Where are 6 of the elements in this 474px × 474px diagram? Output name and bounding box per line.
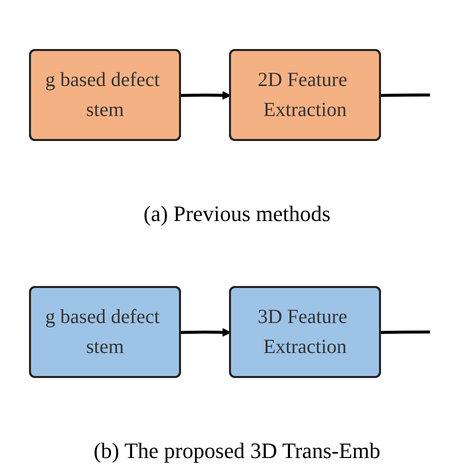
connector	[380, 330, 430, 334]
figure-caption: (b) The proposed 3D Trans-Emb	[94, 438, 380, 464]
arrow	[180, 91, 230, 100]
arrow	[180, 328, 230, 337]
connector	[380, 94, 430, 98]
figure-caption: (a) Previous methods	[144, 200, 330, 227]
